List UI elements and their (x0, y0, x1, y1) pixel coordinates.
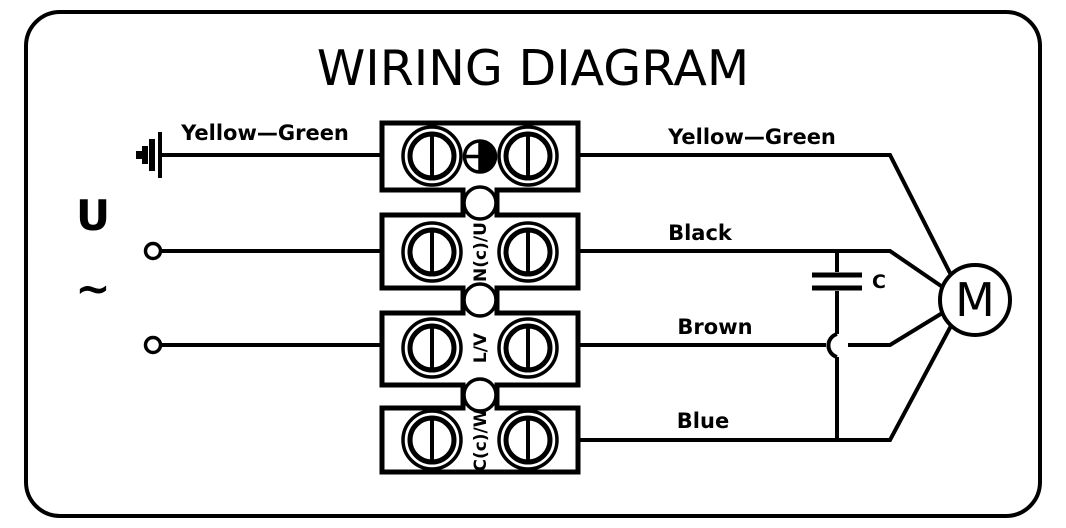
output-wire-black (578, 249, 946, 290)
terminal-label-neutral: N(c)/U (471, 222, 491, 282)
motor-icon: M (938, 263, 1012, 337)
terminal-row-common[interactable]: C(c)/W (401, 408, 559, 472)
screw-terminal-neutral-left[interactable] (401, 221, 463, 283)
capacitor-label: C (872, 271, 886, 293)
protective-earth-icon (462, 139, 498, 174)
supply-ac-symbol: ~ (75, 264, 110, 313)
capacitor-icon (812, 251, 862, 440)
mounting-hole-2 (462, 282, 498, 318)
output-wire-label-earth: Yellow—Green (667, 125, 836, 149)
screw-terminal-common-left[interactable] (401, 409, 463, 471)
terminal-row-line[interactable]: L/V (401, 317, 559, 379)
output-wire-earth (578, 153, 954, 278)
output-wire-label-black: Black (668, 221, 733, 245)
page-title: WIRING DIAGRAM (317, 40, 749, 97)
input-terminal-dot-line[interactable] (143, 335, 163, 355)
earth-ground-icon (136, 132, 162, 178)
input-terminal-dot-neutral[interactable] (143, 241, 163, 261)
input-wire-label-earth: Yellow—Green (180, 121, 349, 145)
output-wire-label-blue: Blue (677, 409, 729, 433)
terminal-row-neutral[interactable]: N(c)/U (401, 221, 559, 283)
diagram-border (24, 10, 1042, 518)
screw-terminal-neutral-right[interactable] (497, 221, 559, 283)
screw-terminal-earth-right[interactable] (497, 125, 559, 187)
terminal-label-common: C(c)/W (471, 408, 491, 471)
output-wire-blue (578, 323, 954, 442)
mounting-hole-3 (462, 377, 498, 413)
terminal-label-line: L/V (471, 332, 491, 363)
mounting-hole-1 (462, 185, 498, 221)
screw-terminal-line-left[interactable] (401, 317, 463, 379)
screw-terminal-earth-left[interactable] (401, 125, 463, 187)
output-wire-label-brown: Brown (677, 315, 752, 339)
screw-terminal-line-right[interactable] (497, 317, 559, 379)
supply-voltage-symbol: U (76, 191, 110, 240)
terminal-row-earth[interactable] (401, 125, 559, 187)
screw-terminal-common-right[interactable] (497, 409, 559, 471)
output-wire-brown-tail (848, 310, 946, 347)
motor-label: M (955, 273, 995, 327)
